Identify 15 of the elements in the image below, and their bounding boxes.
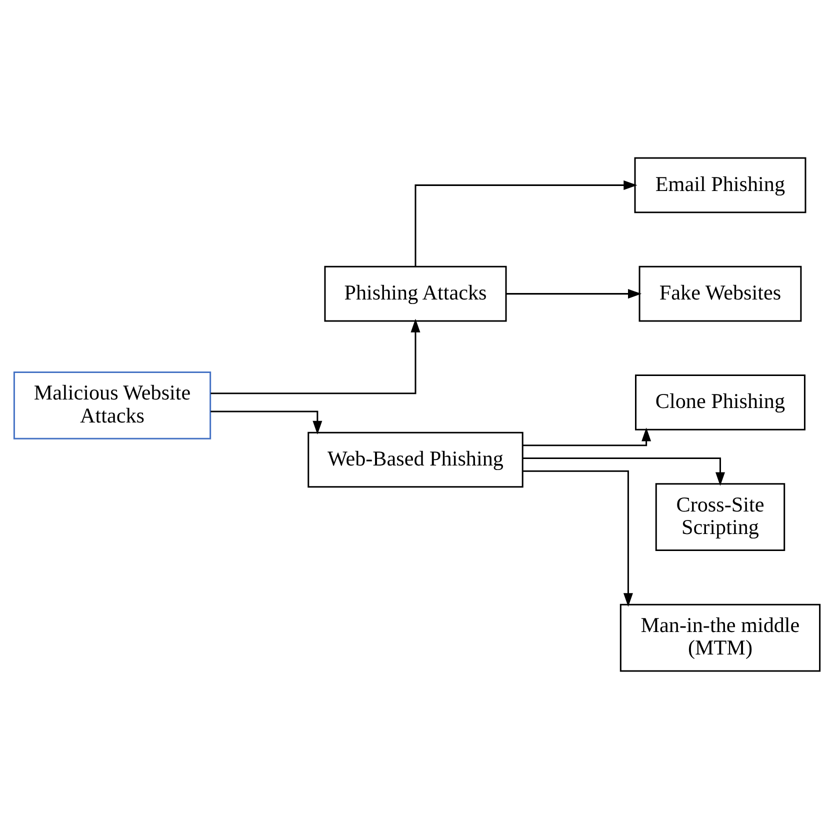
node-box: Malicious Website Attacks — [13, 372, 212, 440]
node-box: Man-in-the middle (MTM) — [620, 604, 821, 672]
arrow — [506, 289, 642, 299]
node-box: Email Phishing — [634, 157, 806, 214]
arrow — [522, 428, 652, 446]
node-box: Fake Websites — [638, 266, 802, 322]
arrow — [210, 410, 322, 435]
node-box: Phishing Attacks — [324, 266, 507, 322]
node-box: Clone Phishing — [635, 374, 806, 430]
arrow — [414, 180, 638, 266]
node-box: Web-Based Phishing — [308, 432, 524, 488]
arrow — [210, 318, 420, 394]
arrow — [523, 470, 633, 607]
arrow — [522, 458, 725, 486]
node-box: Cross-Site Scripting — [655, 483, 786, 552]
